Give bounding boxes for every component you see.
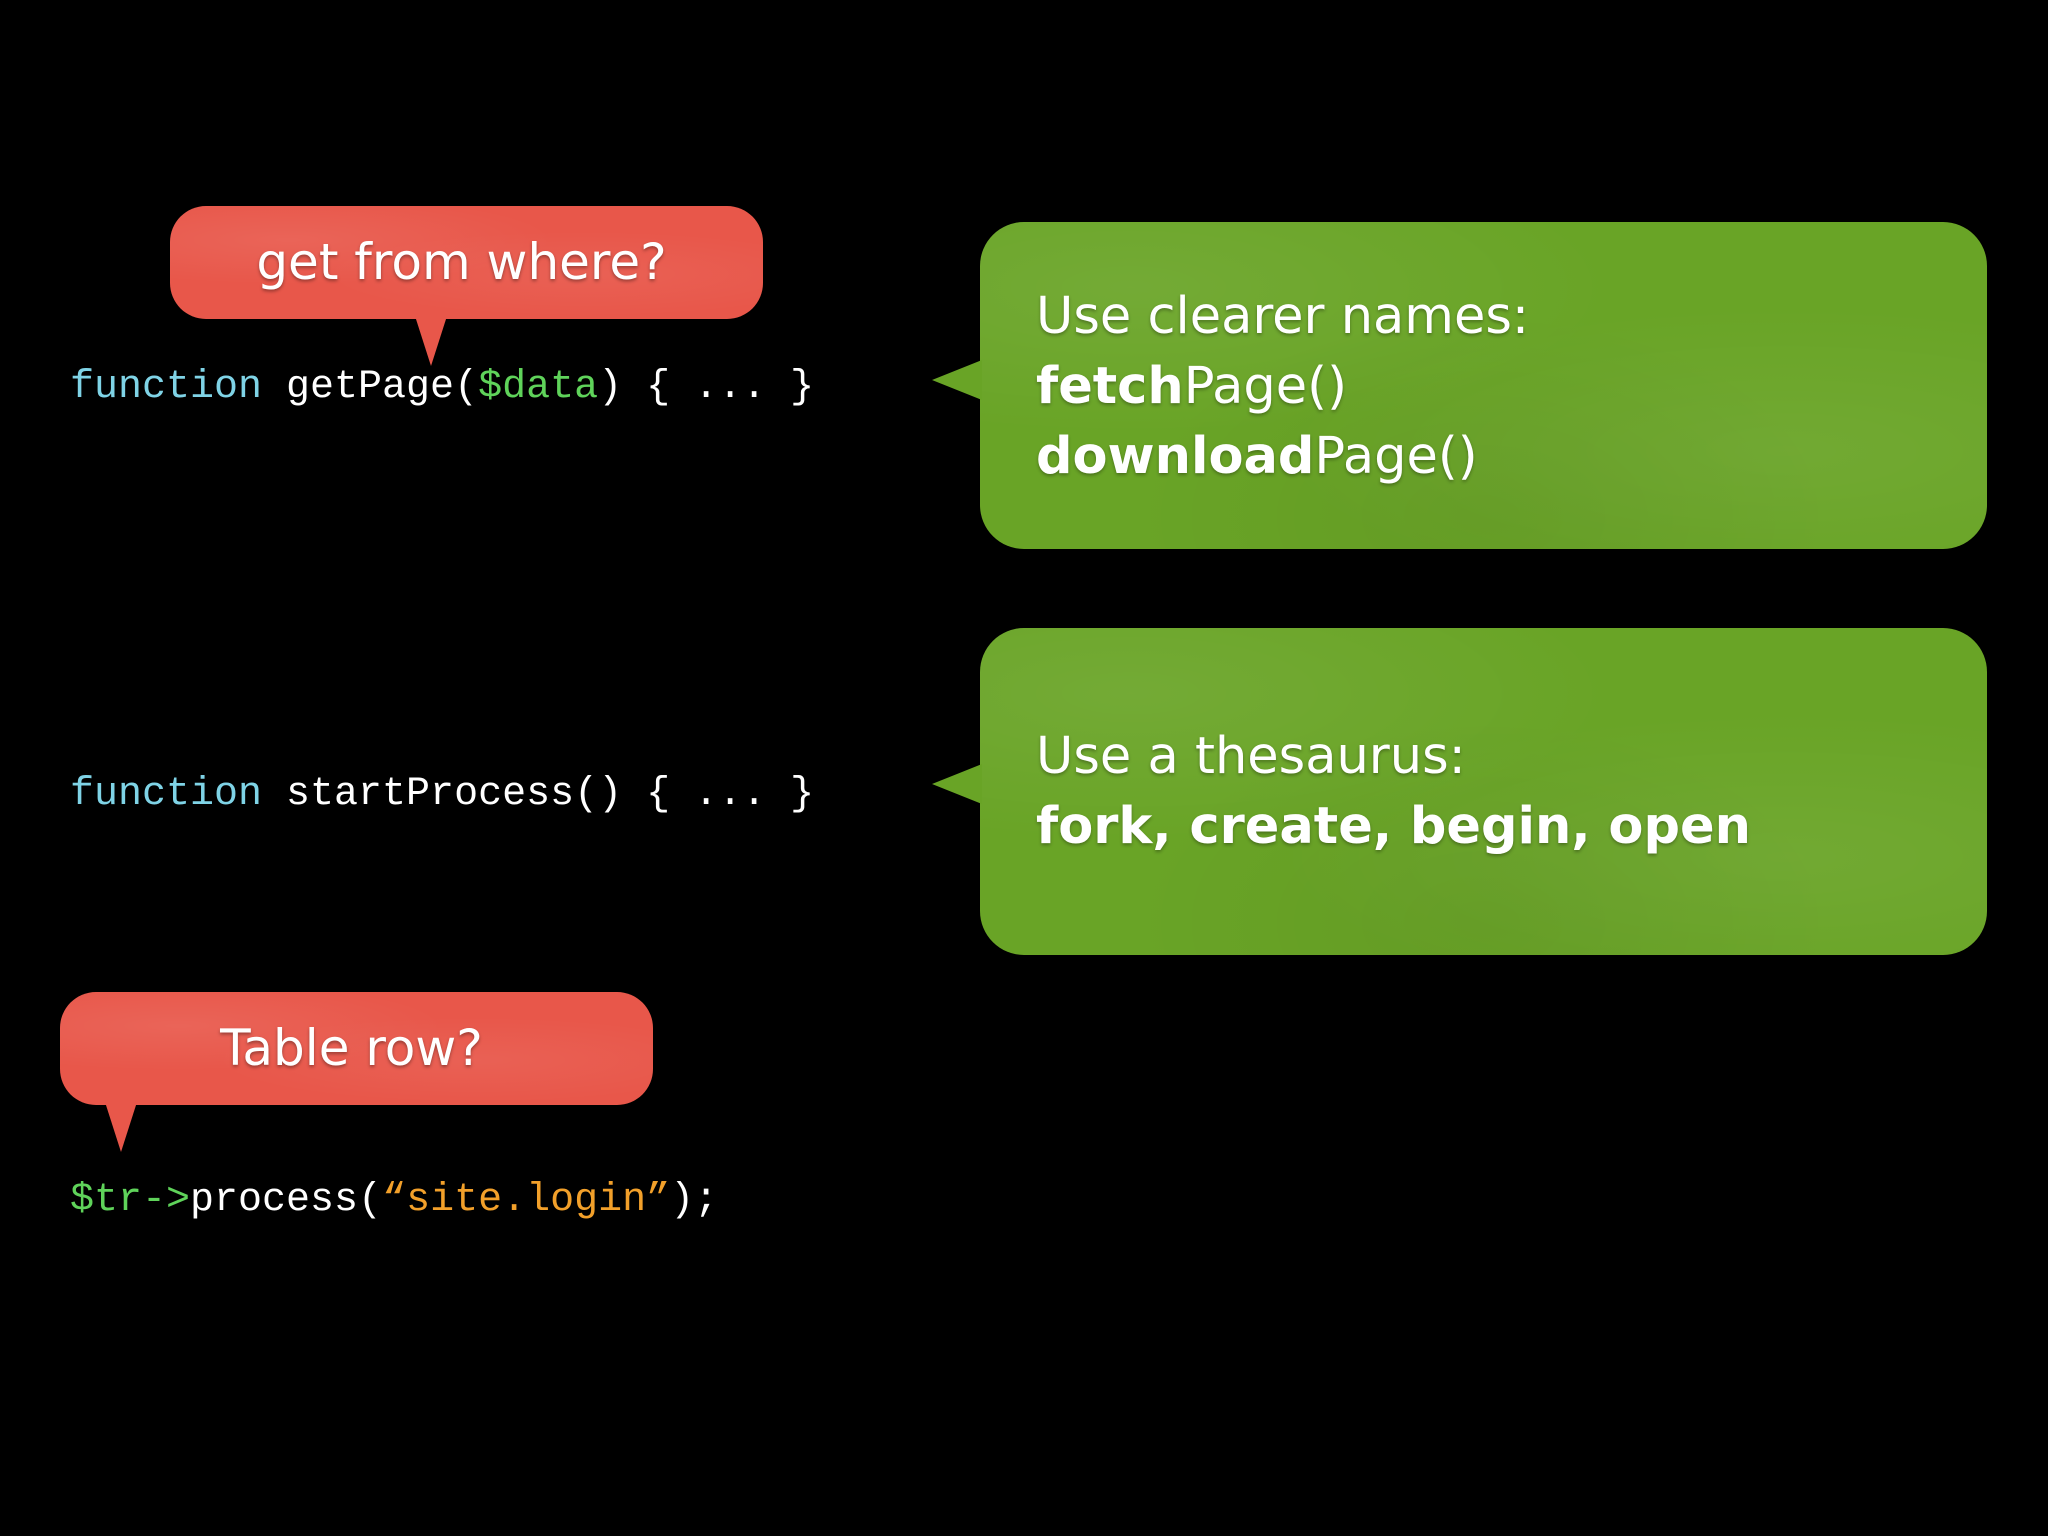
code-end: );	[670, 1178, 719, 1223]
code-rest: startProcess() { ... }	[262, 772, 815, 817]
callout-get-from-where: get from where?	[170, 206, 763, 366]
code-function-name: getPage(	[262, 365, 479, 410]
tip-words-bold: fork, create, begin, open	[1036, 797, 1751, 856]
code-line-getpage: function getPage($data) { ... }	[70, 364, 814, 412]
tip-tail	[932, 360, 982, 400]
tip-clearer-names-lines: Use clearer names: fetchPage() downloadP…	[1036, 282, 1529, 492]
code-line-process: $tr->process(“site.login”);	[70, 1177, 718, 1225]
tip-thesaurus: Use a thesaurus: fork, create, begin, op…	[932, 628, 1987, 955]
code-call: process(	[190, 1178, 383, 1223]
tip-heading: Use a thesaurus:	[1036, 727, 1466, 786]
callout-get-from-where-text: get from where?	[256, 233, 667, 291]
tip-words: fork, create, begin, open	[1036, 792, 1751, 862]
tip-heading: Use clearer names:	[1036, 287, 1530, 346]
callout-tail	[105, 1102, 137, 1152]
code-variable: $data	[478, 365, 599, 410]
code-line-startprocess: function startProcess() { ... }	[70, 771, 814, 819]
tip-option-rest: Page()	[1183, 357, 1347, 416]
code-keyword: function	[70, 772, 263, 817]
tip-option-fetch: fetchPage()	[1036, 352, 1529, 422]
tip-option-rest: Page()	[1314, 427, 1478, 486]
tip-option-bold: download	[1036, 427, 1315, 486]
tip-clearer-names: Use clearer names: fetchPage() downloadP…	[932, 222, 1987, 549]
tip-tail	[932, 764, 982, 804]
code-rest: ) { ... }	[598, 365, 815, 410]
tip-option-download: downloadPage()	[1036, 422, 1529, 492]
code-variable: $tr->	[70, 1178, 191, 1223]
callout-tail	[415, 316, 447, 366]
code-keyword: function	[70, 365, 263, 410]
callout-table-row-text: Table row?	[220, 1019, 483, 1077]
callout-table-row: Table row?	[60, 992, 653, 1152]
tip-thesaurus-lines: Use a thesaurus: fork, create, begin, op…	[1036, 722, 1751, 862]
tip-option-bold: fetch	[1036, 357, 1184, 416]
code-string: “site.login”	[382, 1178, 671, 1223]
